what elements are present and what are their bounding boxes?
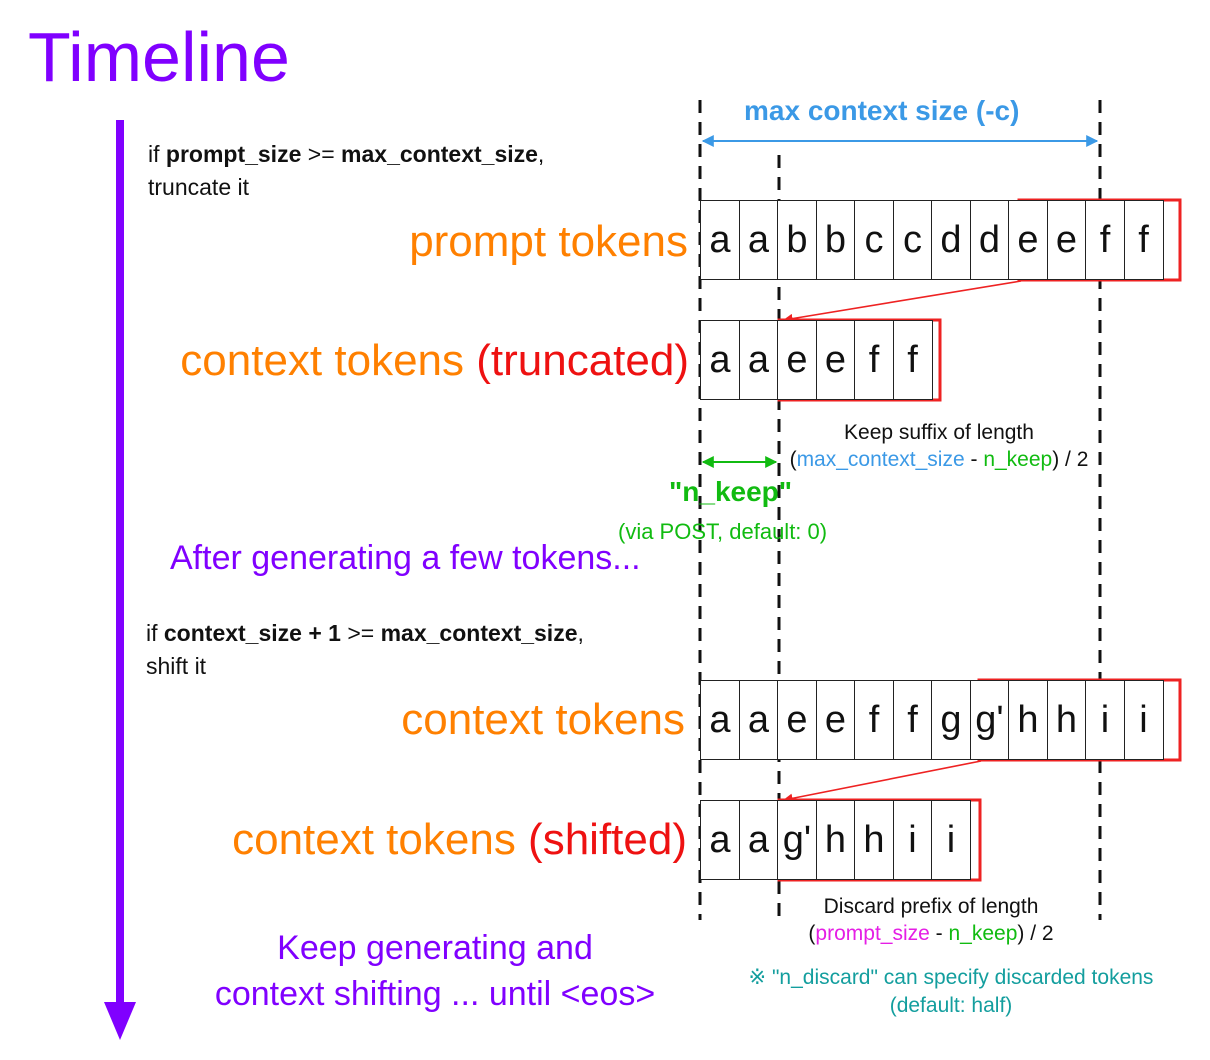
- discard-open: (: [808, 922, 816, 946]
- keep-suffix-open: (: [789, 448, 797, 472]
- keep-generating-line2: context shifting ... until <eos>: [214, 974, 656, 1013]
- n-discard-line1: ※ "n_discard" can specify discarded toke…: [748, 966, 1154, 989]
- n-keep-label: "n_keep": [669, 476, 793, 507]
- context-token-cell: a: [700, 680, 740, 760]
- truncate-condition-op: >=: [301, 141, 342, 167]
- discard-minus: -: [929, 922, 949, 946]
- truncated-label-main: context tokens: [180, 336, 477, 385]
- shift-condition-op: >=: [340, 620, 381, 646]
- keep-suffix-line1: Keep suffix of length: [844, 421, 1034, 444]
- prompt-token-cell: e: [1046, 200, 1087, 280]
- n-discard-line2: (default: half): [889, 994, 1013, 1018]
- max-context-size-label: max context size (-c): [744, 95, 1020, 126]
- prompt-token-cell: e: [1008, 200, 1048, 280]
- truncated-label-suffix: (truncated): [476, 336, 689, 385]
- after-generating-note: After generating a few tokens...: [170, 539, 641, 577]
- context-token-cell: f: [892, 680, 933, 760]
- context-token-cell: e: [777, 680, 817, 760]
- shifted-label-main: context tokens: [232, 815, 529, 864]
- shifted-token-cell: g': [777, 800, 817, 880]
- shifted-token-cell: a: [738, 800, 779, 880]
- context-token-cell: g: [931, 680, 971, 760]
- prompt-tokens-label: prompt tokens: [409, 217, 688, 266]
- shifted-token-cell: i: [892, 800, 933, 880]
- keep-suffix-term2: n_keep: [983, 448, 1053, 472]
- truncated-token-cell: e: [777, 320, 817, 400]
- shift-condition-term1: context_size + 1: [163, 620, 341, 646]
- prompt-token-cell: f: [1085, 200, 1125, 280]
- truncate-condition-term1: prompt_size: [165, 141, 302, 167]
- context-token-cell: i: [1085, 680, 1125, 760]
- discard-prefix-note: Discard prefix of length (prompt_size - …: [780, 893, 1082, 948]
- truncated-tokens-label: context tokens (truncated): [180, 339, 689, 383]
- prompt-token-cell: b: [777, 200, 817, 280]
- truncated-token-cell: a: [700, 320, 740, 400]
- timeline-arrowhead: [104, 1002, 136, 1040]
- discard-term1: prompt_size: [815, 922, 930, 946]
- shifted-token-cell: h: [815, 800, 856, 880]
- discard-formula: (prompt_size - n_keep) / 2: [780, 920, 1082, 947]
- shifted-tokens-label: context tokens (shifted): [232, 818, 687, 862]
- shift-condition: if context_size + 1 >= max_context_size,…: [146, 617, 584, 684]
- keep-suffix-close: ) / 2: [1052, 448, 1089, 472]
- n-discard-note: ※ "n_discard" can specify discarded toke…: [700, 964, 1202, 1021]
- shift-condition-suffix: ,: [577, 620, 584, 646]
- keep-suffix-term1: max_context_size: [796, 448, 965, 472]
- n-keep-default-note: (via POST, default: 0): [618, 519, 828, 544]
- prompt-token-cell: d: [931, 200, 971, 280]
- keep-generating-note: Keep generating and context shifting ...…: [150, 926, 720, 1018]
- shifted-token-cell: i: [931, 800, 971, 880]
- truncate-condition-term2: max_context_size: [341, 141, 538, 167]
- truncate-condition-suffix: ,: [537, 141, 545, 167]
- context-token-cell: a: [738, 680, 779, 760]
- discard-term2: n_keep: [948, 922, 1018, 946]
- context-token-cell: e: [815, 680, 856, 760]
- truncated-token-cell: f: [854, 320, 894, 400]
- shift-condition-term2: max_context_size: [380, 620, 578, 646]
- shifted-token-cell: h: [854, 800, 894, 880]
- prompt-token-cell: c: [854, 200, 894, 280]
- context-token-cell: h: [1046, 680, 1087, 760]
- truncate-condition-prefix: if: [148, 141, 166, 167]
- discard-close: ) / 2: [1017, 922, 1054, 946]
- truncated-token-cell: f: [892, 320, 933, 400]
- keep-generating-line1: Keep generating and: [277, 929, 593, 967]
- prompt-token-cell: f: [1123, 200, 1164, 280]
- truncated-token-cell: e: [815, 320, 856, 400]
- shifted-token-cell: a: [700, 800, 740, 880]
- truncate-condition-action: truncate it: [148, 174, 249, 201]
- prompt-token-cell: c: [892, 200, 933, 280]
- context-token-cell: h: [1008, 680, 1048, 760]
- truncate-condition: if prompt_size >= max_context_size, trun…: [148, 138, 544, 205]
- discard-line1: Discard prefix of length: [823, 895, 1039, 918]
- shift-condition-action: shift it: [146, 653, 207, 680]
- keep-suffix-formula: (max_context_size - n_keep) / 2: [780, 446, 1098, 473]
- keep-suffix-minus: -: [964, 448, 984, 472]
- prompt-token-cell: a: [738, 200, 779, 280]
- context-token-cell: f: [854, 680, 894, 760]
- prompt-token-cell: d: [969, 200, 1010, 280]
- context-tokens-label: context tokens: [401, 695, 685, 744]
- truncate-connector-arrow: [783, 280, 1022, 324]
- context-token-cell: i: [1123, 680, 1164, 760]
- prompt-token-cell: b: [815, 200, 856, 280]
- keep-suffix-note: Keep suffix of length (max_context_size …: [780, 419, 1098, 474]
- shift-condition-prefix: if: [146, 620, 164, 646]
- page-title: Timeline: [28, 18, 290, 96]
- context-token-cell: g': [969, 680, 1010, 760]
- prompt-token-cell: a: [700, 200, 740, 280]
- shift-connector-arrow: [783, 760, 982, 804]
- truncated-token-cell: a: [738, 320, 779, 400]
- shifted-label-suffix: (shifted): [528, 815, 687, 864]
